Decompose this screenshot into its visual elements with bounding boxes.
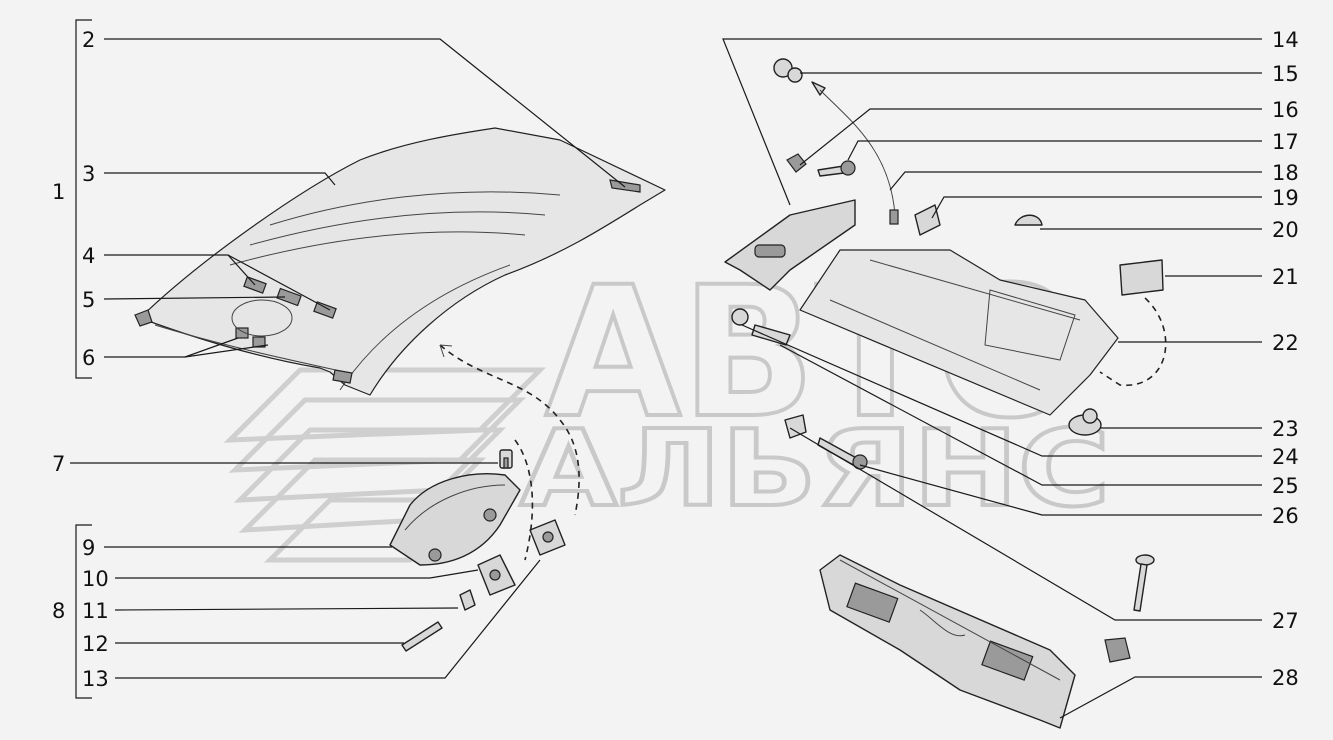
- rear-panel-trim-part: [819, 554, 1076, 729]
- bracket-group-1: [75, 19, 92, 379]
- leader-lines-right: [722, 38, 1262, 719]
- callout-13: 13: [82, 667, 109, 691]
- callout-17: 17: [1272, 130, 1299, 154]
- fasteners-right: [731, 58, 1164, 663]
- callout-26: 26: [1272, 504, 1299, 528]
- callout-2: 2: [82, 28, 95, 52]
- callout-28: 28: [1272, 666, 1299, 690]
- assembly-arrow-2: [514, 439, 534, 561]
- bracket-group-8: [75, 524, 92, 699]
- callout-20: 20: [1272, 218, 1299, 242]
- leader-lines-left: [70, 38, 626, 679]
- assembly-arrow-1: [439, 344, 580, 516]
- callout-9: 9: [82, 536, 95, 560]
- callout-labels: 1 2 3 4 5 6 7 8 9 10 11 12 13 14 15 16 1…: [52, 28, 1299, 691]
- callout-1: 1: [52, 180, 65, 204]
- sun-visor-part: [389, 473, 521, 566]
- callout-5: 5: [82, 288, 95, 312]
- callout-11: 11: [82, 599, 109, 623]
- callout-21: 21: [1272, 265, 1299, 289]
- callout-10: 10: [82, 567, 109, 591]
- callout-8: 8: [52, 599, 65, 623]
- headliner-part: [134, 127, 666, 396]
- callout-24: 24: [1272, 445, 1299, 469]
- assembly-arrowhead-1: [439, 344, 453, 358]
- callout-14: 14: [1272, 28, 1299, 52]
- callout-25: 25: [1272, 474, 1299, 498]
- callout-27: 27: [1272, 609, 1299, 633]
- callout-23: 23: [1272, 417, 1299, 441]
- watermark-logo: АВТО АЛЬЯНС: [223, 247, 1112, 563]
- screw-7-part: [499, 449, 513, 469]
- callout-15: 15: [1272, 62, 1299, 86]
- rear-parcel-shelf-part: [799, 249, 1119, 416]
- callout-3: 3: [82, 162, 95, 186]
- callout-22: 22: [1272, 331, 1299, 355]
- callout-7: 7: [52, 452, 65, 476]
- callout-19: 19: [1272, 186, 1299, 210]
- assembly-arrow-3: [1099, 297, 1167, 386]
- callout-6: 6: [82, 346, 95, 370]
- callout-18: 18: [1272, 161, 1299, 185]
- callout-16: 16: [1272, 98, 1299, 122]
- callout-4: 4: [82, 244, 95, 268]
- visor-clip-part: [401, 519, 566, 652]
- trim-panel-14-part: [724, 199, 856, 291]
- callout-12: 12: [82, 632, 109, 656]
- watermark-line2: АЛЬЯНС: [520, 408, 1110, 530]
